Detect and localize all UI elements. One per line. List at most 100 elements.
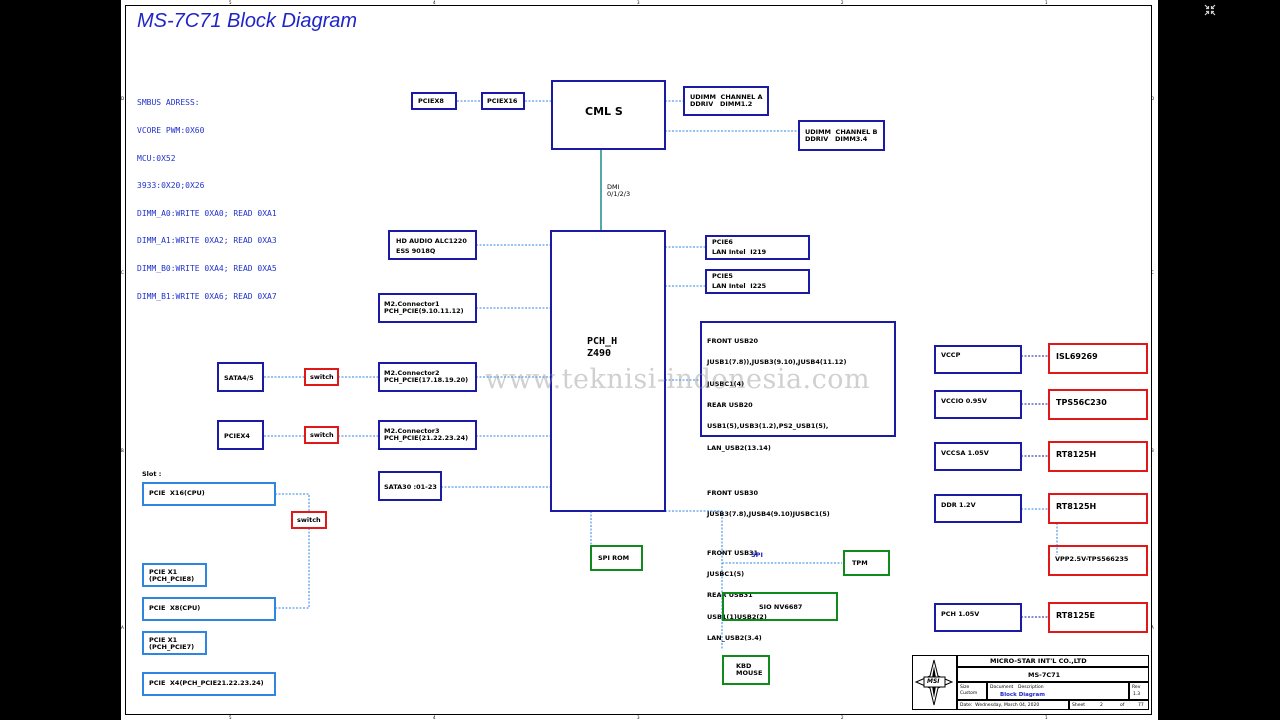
spi-rom-label: SPI ROM bbox=[598, 554, 630, 562]
tps56c230-label: TPS56C230 bbox=[1056, 398, 1107, 407]
m2c1-line1: M2.Connector1 bbox=[384, 300, 440, 308]
ruler-side-b-right: B bbox=[1151, 448, 1154, 453]
hd-audio-line2: ESS 9018Q bbox=[396, 247, 436, 255]
smbus-line: 3933:0X20;0X26 bbox=[137, 181, 205, 191]
ruler-bottom-3: 3 bbox=[637, 715, 640, 720]
ruler-side-c-right: C bbox=[1151, 270, 1154, 275]
power-chip-isl69269: ISL69269 bbox=[1048, 343, 1148, 374]
cpu-block: CML S bbox=[551, 80, 666, 150]
size-label: Size bbox=[960, 685, 970, 690]
pch-model-label: Z490 bbox=[587, 348, 612, 359]
m2c3-line1: M2.Connector3 bbox=[384, 427, 440, 435]
pciex4-switch-block: switch bbox=[304, 426, 339, 444]
lan-i225-block: PCIE5 LAN Intel I225 bbox=[705, 269, 810, 294]
slot-x1a-line2: (PCH_PCIE8) bbox=[149, 575, 195, 583]
collapse-icon[interactable] bbox=[1204, 4, 1216, 16]
title-block-sheet-cell: Sheet 2 of 77 bbox=[1069, 700, 1149, 710]
ruler-side-d: D bbox=[121, 96, 125, 101]
sheet-number: 2 bbox=[1100, 703, 1103, 708]
power-rail-vccsa: VCCSA 1.05V bbox=[934, 442, 1022, 471]
rev-value: 1.3 bbox=[1133, 692, 1141, 697]
lan2-line1: PCIE5 bbox=[712, 272, 733, 280]
doc-label: Document bbox=[990, 685, 1014, 690]
connection-wires bbox=[264, 100, 1058, 650]
sheet-label: Sheet bbox=[1072, 703, 1086, 708]
slot-x1b-line2: (PCH_PCIE7) bbox=[149, 643, 195, 651]
smbus-line: DIMM_A0:WRITE 0XA0; READ 0XA1 bbox=[137, 208, 277, 218]
slot-pcie-x8: PCIE X8(CPU) bbox=[142, 597, 276, 621]
power-rail-vccp: VCCP bbox=[934, 345, 1022, 374]
slot-x8-label: PCIE X8(CPU) bbox=[149, 604, 201, 612]
sata-switch-block: switch bbox=[304, 368, 339, 386]
pciex16-label: PCIEX16 bbox=[487, 97, 518, 105]
ddr-label: DDR 1.2V bbox=[941, 501, 976, 509]
slot-switch-block: switch bbox=[291, 511, 327, 529]
msi-logo-graphic bbox=[914, 659, 954, 706]
usb-line: FRONT USB31 bbox=[707, 548, 759, 557]
ruler-top-4: 4 bbox=[433, 0, 436, 5]
m2c1-line2: PCH_PCIE(9.10.11.12) bbox=[384, 307, 464, 315]
title-block-rev-cell: Rev 1.3 bbox=[1129, 682, 1149, 700]
dmi-label: DMI bbox=[607, 183, 620, 191]
ruler-bottom-4: 4 bbox=[433, 715, 436, 720]
slot-heading: Slot : bbox=[142, 470, 162, 478]
usb-line: USB1(5),USB3(1.2),PS2_USB1(5), bbox=[707, 422, 829, 431]
of-label: of bbox=[1120, 703, 1125, 708]
mouse-label: MOUSE bbox=[736, 669, 763, 677]
collapse-arrows-icon bbox=[1204, 4, 1216, 16]
company-name: MICRO-STAR INT'L CO.,LTD bbox=[990, 657, 1087, 665]
tpm-label: TPM bbox=[852, 559, 868, 567]
smbus-line: VCORE PWM:0X60 bbox=[137, 126, 205, 136]
usb-line: JUSBC1(5) bbox=[707, 570, 745, 579]
dimm-channel-a: UDIMM CHANNEL A DDRIV DIMM1.2 bbox=[683, 86, 769, 116]
title-block-model-cell: MS-7C71 bbox=[957, 667, 1149, 682]
usb-line bbox=[707, 466, 846, 476]
pciex4-label: PCIEX4 bbox=[224, 432, 250, 440]
slot-pcie-x4: PCIE X4(PCH_PCIE21.22.23.24) bbox=[142, 672, 276, 696]
dimm-channel-b: UDIMM CHANNEL B DDRIV DIMM3.4 bbox=[798, 120, 885, 151]
usb-line: USB1(1)USB2(2) bbox=[707, 612, 767, 621]
power-chip-rt8125h-1: RT8125H bbox=[1048, 441, 1148, 472]
usb-list: FRONT USB20 JUSB1(7.8)),JUSB3(9.10),JUSB… bbox=[707, 324, 846, 656]
sata-switch-label: switch bbox=[310, 373, 334, 381]
msi-logo-text: MSI bbox=[927, 678, 940, 685]
sata30-label: SATA30 :01-23 bbox=[384, 483, 437, 491]
title-block-date-cell: Date: Wednesday, March 04, 2020 bbox=[957, 700, 1069, 710]
power-rail-vccio: VCCIO 0.95V bbox=[934, 390, 1022, 419]
power-chip-tps56c230: TPS56C230 bbox=[1048, 389, 1148, 420]
rt8125h-1-label: RT8125H bbox=[1056, 450, 1097, 459]
lan1-line1: PCIE6 bbox=[712, 238, 733, 246]
smbus-line: DIMM_A1:WRITE 0XA2; READ 0XA3 bbox=[137, 236, 277, 246]
smbus-line: MCU:0X52 bbox=[137, 153, 176, 163]
ruler-bottom-2: 2 bbox=[841, 715, 844, 720]
slot-pcie-x16: PCIE X16(CPU) bbox=[142, 482, 276, 506]
dimm-b-line1: UDIMM CHANNEL B bbox=[805, 128, 878, 136]
kbd-label: KBD bbox=[736, 662, 752, 670]
title-block-size-cell: Size Custom bbox=[957, 682, 987, 700]
usb-line: JUSB3(7.8),JUSB4(9.10)JUSBC1(5) bbox=[707, 510, 830, 519]
m2c2-line2: PCH_PCIE(17.18.19.20) bbox=[384, 376, 469, 384]
vccp-label: VCCP bbox=[941, 351, 961, 359]
slot-pcie-x1-pch8: PCIE X1 (PCH_PCIE8) bbox=[142, 563, 207, 587]
isl69269-label: ISL69269 bbox=[1056, 352, 1098, 361]
vpp-label: VPP2.5V-TPS566235 bbox=[1055, 555, 1129, 563]
slot-x1b-line1: PCIE X1 bbox=[149, 636, 178, 644]
ruler-top-1: 1 bbox=[1045, 0, 1048, 5]
pciex8-label: PCIEX8 bbox=[418, 97, 444, 105]
spi-rom-block: SPI ROM bbox=[590, 545, 643, 571]
ruler-bottom-1: 1 bbox=[1045, 715, 1048, 720]
ruler-side-a-right: A bbox=[1151, 625, 1154, 630]
lan2-line2: LAN Intel I225 bbox=[712, 282, 767, 290]
slot-switch-label: switch bbox=[297, 516, 321, 524]
ruler-top-2: 2 bbox=[841, 0, 844, 5]
lan1-line2: LAN Intel I219 bbox=[712, 248, 767, 256]
vccio-label: VCCIO 0.95V bbox=[941, 397, 987, 405]
pciex4-block: PCIEX4 bbox=[217, 420, 264, 450]
usb-line: LAN_USB2(3.4) bbox=[707, 633, 762, 642]
power-rail-pch: PCH 1.05V bbox=[934, 603, 1022, 632]
diagram-title: MS-7C71 Block Diagram bbox=[137, 10, 358, 32]
dimm-b-line2: DDRIV DIMM3.4 bbox=[805, 135, 868, 143]
rt8125h-2-label: RT8125H bbox=[1056, 502, 1097, 511]
sheet-total: 77 bbox=[1138, 703, 1144, 708]
sata45-block: SATA4/5 bbox=[217, 362, 264, 392]
